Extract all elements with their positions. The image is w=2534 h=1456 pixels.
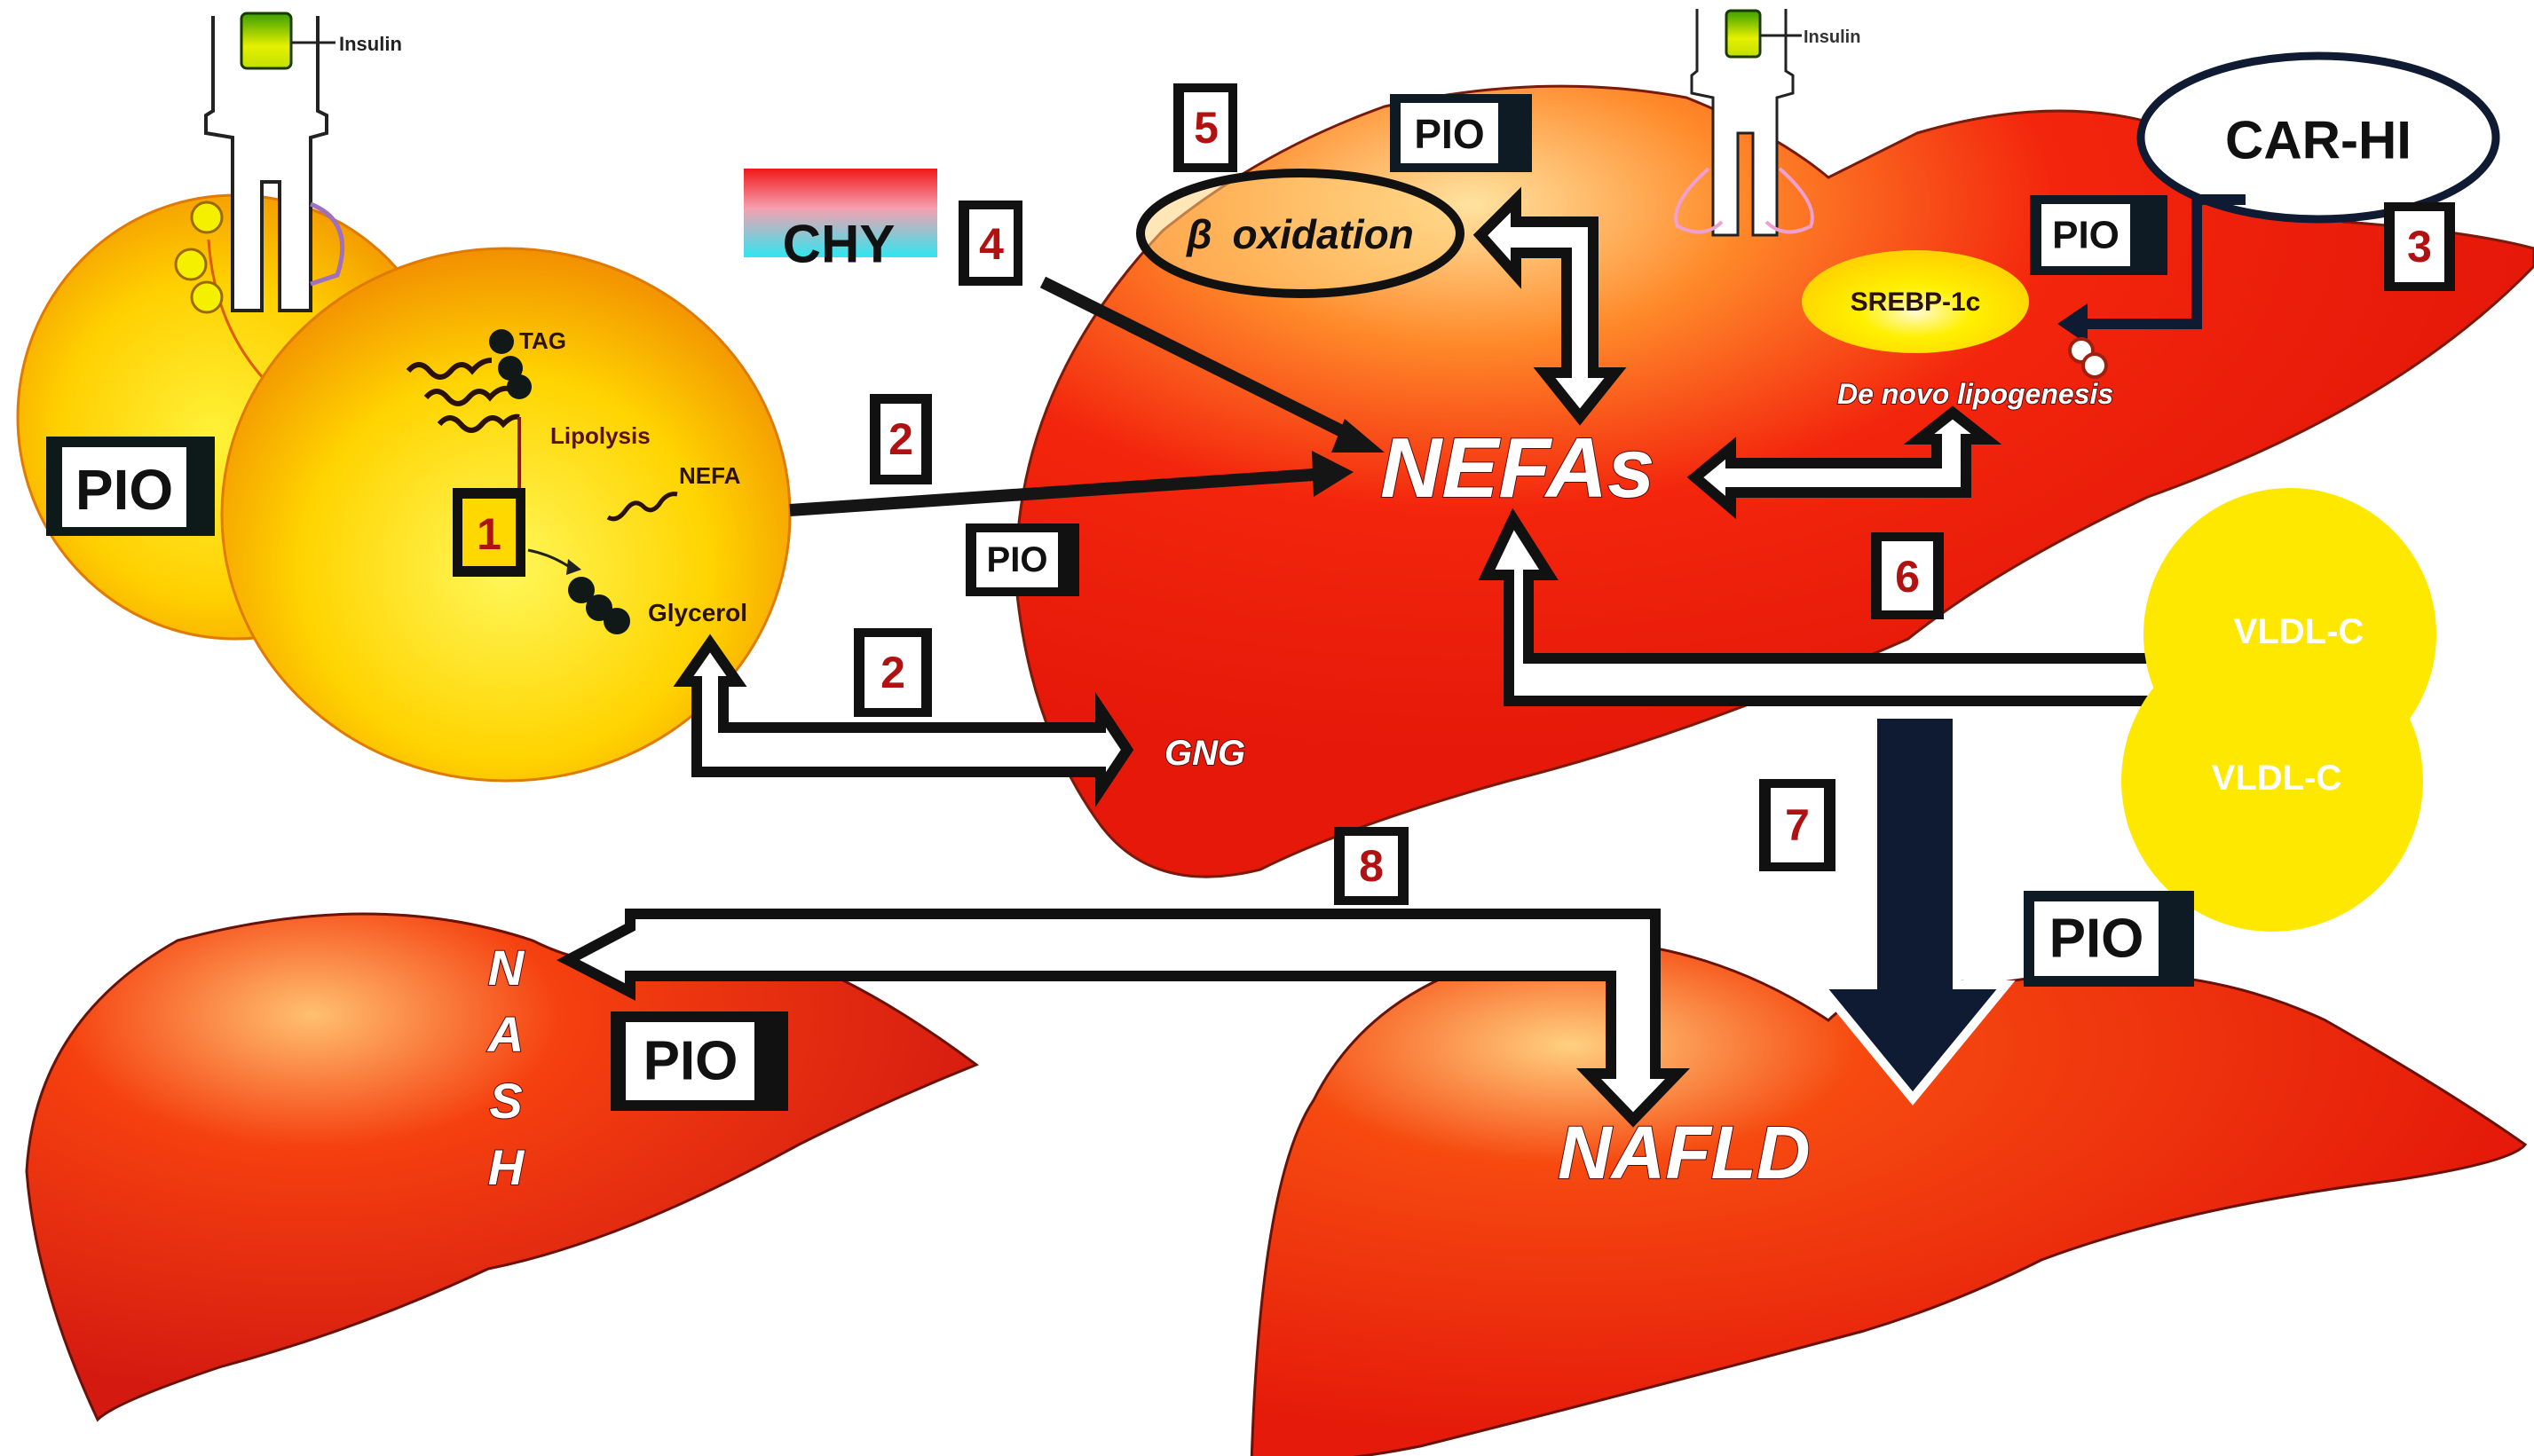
- nash-label: N A S H: [485, 939, 526, 1196]
- svg-text:2: 2: [888, 414, 913, 464]
- gng-label: GNG: [1164, 734, 1245, 773]
- insulin-receptor-right: Insulin: [1674, 9, 1860, 237]
- adipocyte-nefa-to-nefas-arrow: [789, 468, 1314, 516]
- beta-oxidation-node: β oxidation: [1136, 169, 1464, 298]
- glut4-vesicle-icon: [190, 280, 224, 314]
- step-6-box: 6: [1871, 532, 1944, 619]
- svg-text:PIO: PIO: [987, 540, 1048, 579]
- beta-symbol: β: [1186, 211, 1212, 257]
- svg-text:N: N: [488, 940, 525, 996]
- beta-oxidation-nefas-arrow[interactable]: [1472, 186, 1627, 426]
- svg-text:5: 5: [1194, 103, 1219, 153]
- nafld-to-nash-arrow[interactable]: [557, 909, 1691, 1128]
- pio-badge-liver-top: PIO: [1390, 94, 1532, 172]
- svg-text:CHY: CHY: [783, 215, 896, 274]
- pio-badge-liver-right: PIO: [2030, 195, 2167, 275]
- chy-to-nefas-arrow: [1039, 276, 1362, 445]
- oxidation-label: oxidation: [1232, 211, 1413, 257]
- insulin-label-right: Insulin: [1804, 28, 1860, 47]
- vldl-c-label-bottom: VLDL-C: [2212, 759, 2342, 798]
- car-hi-to-srebp-arrow: [2077, 194, 2246, 329]
- tag-molecule-icon: [406, 329, 532, 433]
- step-4-box: 4: [959, 201, 1022, 286]
- step-1-box: 1: [453, 488, 525, 577]
- svg-text:PIO: PIO: [643, 1031, 738, 1092]
- svg-text:β oxidation: β oxidation: [1186, 211, 1414, 257]
- glut4-vesicle-icon: [190, 201, 224, 234]
- svg-text:PIO: PIO: [75, 458, 173, 522]
- insulin-molecule-icon: [240, 12, 293, 70]
- tag-label: TAG: [519, 327, 566, 354]
- nefa-label: NEFA: [679, 462, 741, 489]
- svg-text:H: H: [488, 1139, 525, 1195]
- step-8-box: 8: [1334, 827, 1409, 905]
- svg-text:CAR-HI: CAR-HI: [2225, 111, 2412, 170]
- svg-text:2: 2: [880, 648, 905, 697]
- svg-text:4: 4: [979, 219, 1004, 269]
- pio-badge-adipocyte: PIO: [46, 437, 215, 536]
- nefas-to-nafld-arrow[interactable]: [1810, 710, 2016, 1106]
- svg-text:6: 6: [1895, 552, 1920, 602]
- svg-text:1: 1: [477, 509, 501, 559]
- glut4-vesicle-icon: [174, 248, 208, 281]
- glycerol-molecule-icon: [568, 577, 630, 634]
- step-7-box: 7: [1759, 779, 1835, 871]
- step-2-upper-box: 2: [870, 394, 932, 484]
- de-novo-lipogenesis-label: De novo lipogenesis: [1837, 378, 2113, 410]
- vldl-c-particles: VLDL-C VLDL-C: [2121, 488, 2436, 932]
- nefa-chain-icon: [606, 492, 678, 522]
- svg-text:PIO: PIO: [1414, 111, 1484, 157]
- nafld-label: NAFLD: [1558, 1111, 1811, 1194]
- nefas-label: NEFAs: [1380, 421, 1654, 516]
- insulin-receptor-left: Insulin: [174, 12, 402, 314]
- nefas-de-novo-arrow[interactable]: [1686, 405, 2002, 519]
- vldl-c-label-top: VLDL-C: [2234, 612, 2364, 651]
- svg-text:7: 7: [1785, 800, 1810, 850]
- svg-text:A: A: [486, 1006, 524, 1062]
- svg-text:3: 3: [2407, 222, 2432, 272]
- pio-badge-nash: PIO: [611, 1011, 788, 1111]
- srebp-1c-node: SREBP-1c: [1802, 250, 2029, 353]
- pio-badge-arrow-mid: PIO: [966, 523, 1079, 596]
- insulin-label-left: Insulin: [339, 33, 402, 55]
- glycerol-gng-arrow[interactable]: [673, 634, 1134, 807]
- chy-badge: CHY: [744, 169, 937, 274]
- svg-text:SREBP-1c: SREBP-1c: [1851, 287, 1981, 317]
- svg-text:S: S: [489, 1073, 522, 1129]
- insulin-molecule-icon: [1725, 9, 1762, 59]
- step-2-lower-box: 2: [854, 628, 932, 717]
- svg-text:8: 8: [1359, 841, 1384, 891]
- svg-text:PIO: PIO: [2052, 214, 2120, 257]
- step-5-box: 5: [1173, 83, 1237, 172]
- pio-badge-nafld: PIO: [2024, 891, 2194, 987]
- lipid-droplet-icon: [2068, 337, 2108, 379]
- glycerol-label: Glycerol: [648, 599, 747, 626]
- lipolysis-label: Lipolysis: [550, 422, 651, 449]
- car-hi-node: CAR-HI: [2136, 51, 2500, 224]
- svg-text:PIO: PIO: [2049, 909, 2144, 970]
- step-3-box: 3: [2384, 202, 2455, 291]
